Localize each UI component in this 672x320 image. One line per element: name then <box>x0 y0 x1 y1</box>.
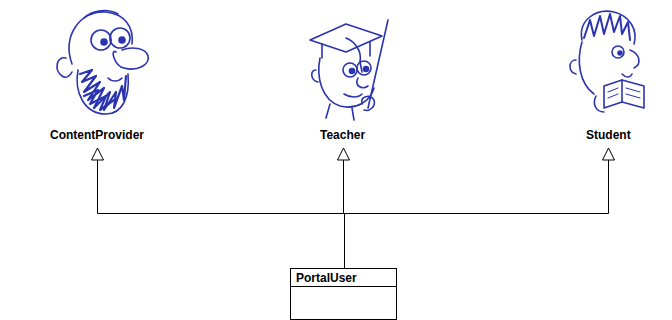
class-name: PortalUser <box>291 269 396 287</box>
actor-name: Student <box>584 127 633 143</box>
class-box: PortalUser <box>290 268 397 320</box>
actor-name: Teacher <box>318 127 367 143</box>
generalization-line <box>98 148 345 268</box>
teacher-figure <box>310 20 388 120</box>
generalization-line <box>345 148 609 268</box>
actor-name: ContentProvider <box>48 127 146 143</box>
class-compartment <box>291 287 396 319</box>
content-provider-figure <box>57 11 148 114</box>
actor-label: ContentProvider <box>48 127 146 143</box>
student-figure <box>570 11 644 112</box>
actor-label: Teacher <box>318 127 367 143</box>
actor-label: Student <box>584 127 633 143</box>
